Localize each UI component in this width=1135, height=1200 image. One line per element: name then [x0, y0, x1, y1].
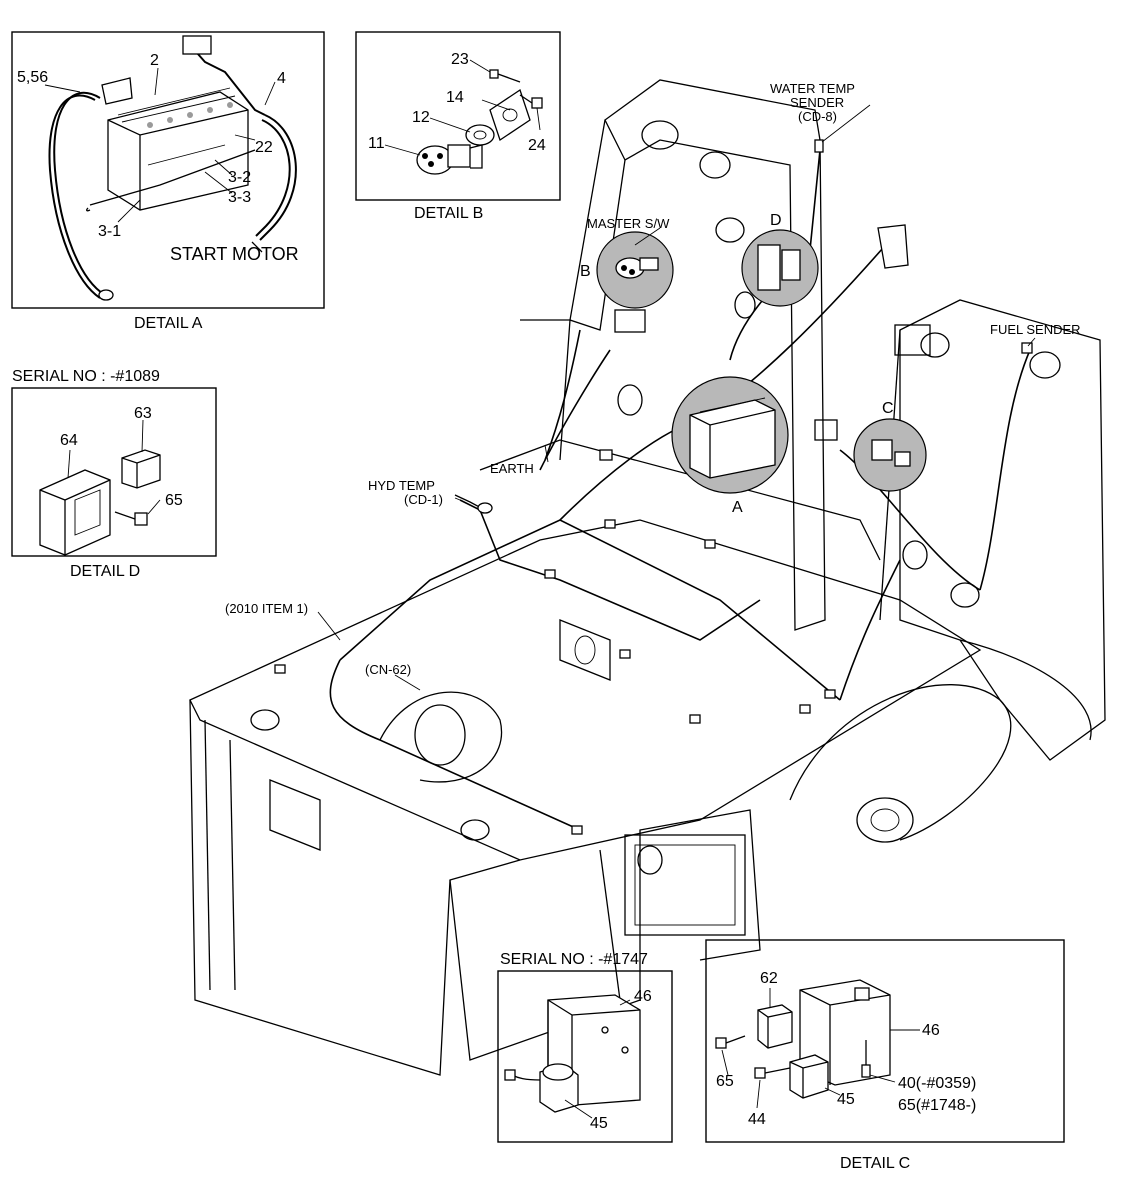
- detail-c-callout-45: 45: [837, 1091, 855, 1108]
- detail-1747-serial: SERIAL NO : -#1747: [500, 951, 648, 968]
- water-temp-label-3: (CD-8): [798, 109, 837, 124]
- wiring-harness: [274, 139, 1033, 835]
- detail-c-note-40: 40(-#0359): [898, 1075, 976, 1092]
- detail-a-callout-3-2: 3-2: [228, 169, 251, 186]
- detail-a-callout-4: 4: [277, 70, 286, 87]
- callout-c-letter: C: [882, 400, 894, 417]
- callout-d-letter: D: [770, 212, 782, 229]
- callout-d-relay: [741, 229, 819, 307]
- callout-c-relay: [853, 418, 927, 492]
- detail-c-callout-46: 46: [922, 1022, 940, 1039]
- callout-master-switch: [596, 231, 674, 309]
- detail-a-callout-5-56: 5,56: [17, 69, 48, 86]
- detail-a-panel: [11, 31, 325, 309]
- detail-1747-panel: [497, 970, 673, 1143]
- detail-d-callout-64: 64: [60, 432, 78, 449]
- callout-a-letter: A: [732, 499, 743, 516]
- detail-d-callout-63: 63: [134, 405, 152, 422]
- detail-1747-callout-45: 45: [590, 1115, 608, 1132]
- detail-b-callout-12: 12: [412, 109, 430, 126]
- detail-d-panel: [11, 387, 217, 557]
- detail-a-callout-2: 2: [150, 52, 159, 69]
- detail-a-callout-22: 22: [255, 139, 273, 156]
- detail-d-serial: SERIAL NO : -#1089: [12, 368, 160, 385]
- machine-frame: [189, 79, 1106, 1076]
- detail-b-title: DETAIL B: [414, 205, 483, 222]
- detail-c-title: DETAIL C: [840, 1155, 910, 1172]
- harness-item-label: (2010 ITEM 1): [225, 601, 308, 616]
- water-temp-label-1: WATER TEMP: [770, 81, 855, 96]
- detail-b-callout-24: 24: [528, 137, 546, 154]
- callout-b-letter: B: [580, 263, 591, 280]
- leader-lines: [44, 59, 1036, 1119]
- detail-a-callout-3-1: 3-1: [98, 223, 121, 240]
- detail-1747-callout-46: 46: [634, 988, 652, 1005]
- detail-d-title: DETAIL D: [70, 563, 140, 580]
- detail-b-callout-14: 14: [446, 89, 464, 106]
- master-switch-label: MASTER S/W: [587, 216, 670, 231]
- detail-c-callout-65: 65: [716, 1073, 734, 1090]
- water-temp-label-2: SENDER: [790, 95, 844, 110]
- fuel-sender-label: FUEL SENDER: [990, 322, 1081, 337]
- detail-c-panel: [705, 939, 1065, 1143]
- earth-label: EARTH: [490, 461, 534, 476]
- detail-b-callout-11: 11: [368, 135, 385, 152]
- detail-c-note-65: 65(#1748-): [898, 1097, 976, 1114]
- detail-c-callout-44: 44: [748, 1111, 766, 1128]
- hyd-temp-label-2: (CD-1): [404, 492, 443, 507]
- detail-c-callout-62: 62: [760, 970, 778, 987]
- detail-b-callout-23: 23: [451, 51, 469, 68]
- detail-b-panel: [355, 31, 561, 201]
- start-motor-label: START MOTOR: [170, 244, 299, 264]
- detail-a-title: DETAIL A: [134, 315, 203, 332]
- connector-cn62-label: (CN-62): [365, 662, 411, 677]
- detail-a-callout-3-3: 3-3: [228, 189, 251, 206]
- detail-d-callout-65: 65: [165, 492, 183, 509]
- callout-a-battery: [671, 376, 789, 494]
- hyd-temp-label-1: HYD TEMP: [368, 478, 435, 493]
